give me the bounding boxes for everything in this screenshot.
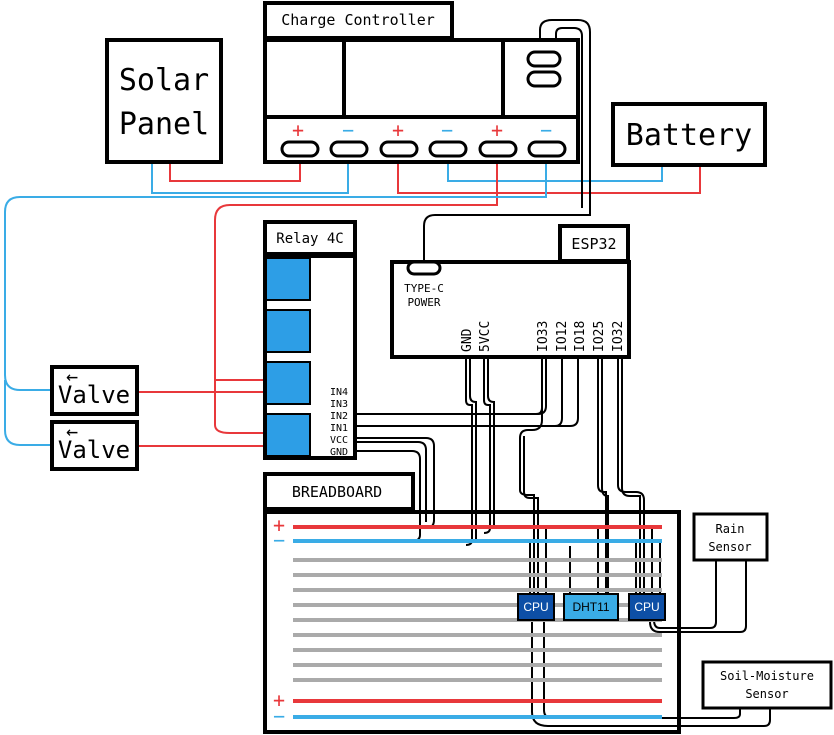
relay-pin-gnd: GND xyxy=(330,447,348,458)
esp32-pin-gnd: GND xyxy=(460,328,475,352)
wire-esp-5v-2 xyxy=(487,358,495,528)
wire-io25-dht xyxy=(597,358,607,595)
usb-port-top xyxy=(526,50,562,68)
wire-in1-io12 xyxy=(353,355,563,427)
esp32-pin-io25: IO25 xyxy=(592,321,607,352)
wire-rain-1 xyxy=(653,560,717,629)
wire-load-negative xyxy=(4,160,547,391)
terminal-solar-positive xyxy=(280,140,320,158)
rain-sensor: Rain Sensor xyxy=(692,512,769,562)
wire-solar-negative xyxy=(151,160,349,194)
cpu-left-label: CPU xyxy=(523,600,548,614)
breadboard-top-minus: − xyxy=(273,528,285,552)
breadboard-top-plus: + xyxy=(273,513,285,537)
wire-rain-2 xyxy=(649,560,747,633)
relay-title: Relay 4C xyxy=(276,231,343,247)
terminal-sign-1: + xyxy=(292,118,304,142)
wire-in1-io12b xyxy=(353,355,579,427)
battery: Battery xyxy=(611,102,767,167)
terminal-sign-5: + xyxy=(491,118,503,142)
relay-pin-vcc: VCC xyxy=(330,435,348,446)
valve-top-arrow: ← xyxy=(66,364,78,388)
wire-io25-dht-2 xyxy=(601,358,609,595)
breadboard-bottom-minus: − xyxy=(273,704,285,728)
charge-controller: Charge Controller + − + − + − xyxy=(263,1,580,164)
solar-panel: Solar Panel xyxy=(105,38,223,164)
relay-channel-2 xyxy=(265,361,311,405)
esp32-power-line2: POWER xyxy=(407,296,440,309)
solar-panel-label-line2: Panel xyxy=(119,107,209,142)
terminal-battery-positive xyxy=(379,140,419,158)
relay-pin-in2: IN2 xyxy=(330,411,348,422)
dht11-label: DHT11 xyxy=(572,600,609,614)
esp32-pin-io32: IO32 xyxy=(611,321,626,352)
esp32-pin-io18: IO18 xyxy=(573,321,588,352)
relay-module: Relay 4C IN4 IN3 IN2 IN1 VCC GND xyxy=(263,220,357,460)
esp32-title: ESP32 xyxy=(571,235,616,253)
cpu-left: CPU xyxy=(517,593,555,621)
wire-esp-gnd-2 xyxy=(469,358,477,540)
terminal-battery-negative xyxy=(428,140,468,158)
soil-moisture-sensor: Soil-Moisture Sensor xyxy=(701,660,833,710)
valve-bottom-arrow: ← xyxy=(66,419,78,443)
relay-pin-in3: IN3 xyxy=(330,399,348,410)
wire-usb-power xyxy=(423,19,591,262)
battery-label: Battery xyxy=(626,118,752,153)
charge-controller-title: Charge Controller xyxy=(281,11,435,29)
terminal-sign-6: − xyxy=(540,118,552,142)
wire-usb-power-2 xyxy=(555,27,583,208)
wire-esp-gnd xyxy=(465,358,473,546)
rain-sensor-line2: Sensor xyxy=(708,540,751,554)
wire-battery-positive xyxy=(397,160,701,194)
valve-bottom-label: Valve xyxy=(58,436,130,464)
relay-pin-in1: IN1 xyxy=(330,423,348,434)
terminal-sign-2: − xyxy=(342,118,354,142)
esp32-pin-5vcc: 5VCC xyxy=(478,321,493,352)
wire-esp-5v xyxy=(483,358,491,534)
cpu-right: CPU xyxy=(628,593,666,621)
valve-bottom: ← Valve xyxy=(50,419,139,471)
valve-top-label: Valve xyxy=(58,381,130,409)
wire-load-positive xyxy=(214,160,498,434)
dht11-sensor: DHT11 xyxy=(563,593,619,621)
wire-relay-vcc-2 xyxy=(353,441,427,522)
soil-sensor-line2: Sensor xyxy=(745,687,788,701)
wire-solar-positive xyxy=(169,160,301,182)
usb-port-bottom xyxy=(526,70,562,88)
wire-load-negative-2 xyxy=(4,380,52,446)
rain-sensor-line1: Rain xyxy=(716,522,745,536)
esp32-pin-io12: IO12 xyxy=(555,321,570,352)
soil-sensor-line1: Soil-Moisture xyxy=(720,669,814,683)
wire-in2-io33b xyxy=(353,355,543,415)
solar-panel-label-line1: Solar xyxy=(119,63,209,98)
cpu-right-label: CPU xyxy=(634,600,659,614)
wire-io32-cpu-2 xyxy=(621,358,641,595)
charge-controller-display xyxy=(342,38,505,119)
relay-channel-4 xyxy=(265,257,311,301)
wire-in2-io33 xyxy=(353,355,547,415)
relay-channel-1 xyxy=(265,413,311,457)
wire-io32-cpu xyxy=(617,358,645,595)
wire-io18-cpu-2 xyxy=(523,436,539,595)
terminal-sign-4: − xyxy=(441,118,453,142)
esp32-pin-io33: IO33 xyxy=(536,321,551,352)
type-c-port xyxy=(406,260,442,276)
wire-battery-negative xyxy=(447,160,663,182)
terminal-sign-3: + xyxy=(392,118,404,142)
terminal-solar-negative xyxy=(329,140,369,158)
terminal-load-negative xyxy=(527,140,567,158)
breadboard-title: BREADBOARD xyxy=(292,483,382,501)
relay-pin-in4: IN4 xyxy=(330,387,348,398)
relay-channel-3 xyxy=(265,309,311,353)
terminal-load-positive xyxy=(478,140,518,158)
valve-top: ← Valve xyxy=(50,364,139,416)
esp32-power-line1: TYPE-C xyxy=(404,282,444,295)
breadboard-bottom-plus: + xyxy=(273,688,285,712)
esp32-board: ESP32 TYPE-C POWER GND 5VCC IO33 IO12 IO… xyxy=(390,224,631,359)
